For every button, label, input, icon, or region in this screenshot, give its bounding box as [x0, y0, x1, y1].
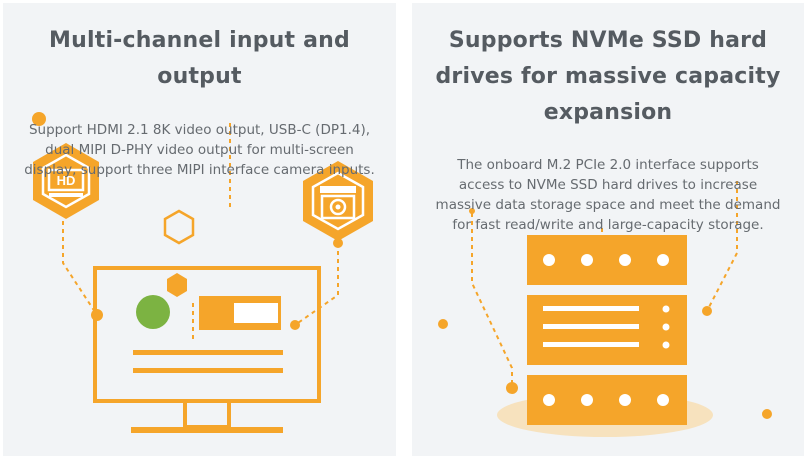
- monitor-icon: [93, 266, 321, 403]
- connector-line-left: [471, 213, 513, 388]
- screen-block-inner: [234, 303, 278, 323]
- card-title: Multi-channel input and output: [49, 28, 350, 89]
- connector-dot: [333, 238, 343, 248]
- screen-line-1: [133, 350, 283, 355]
- camera-icon: [303, 161, 373, 241]
- decor-dot: [762, 409, 772, 419]
- card-title: Supports NVMe SSD hard drives for massiv…: [435, 28, 781, 125]
- connector-dot: [469, 208, 475, 214]
- connector-dot: [290, 320, 300, 330]
- hd-display-icon: HD: [33, 143, 99, 219]
- connector-line-right: [706, 181, 738, 312]
- hexagon-icon: [167, 273, 187, 297]
- feature-card-multichannel: HD Multi-channel input and output Suppor…: [3, 3, 396, 456]
- server-unit-2: [527, 295, 687, 365]
- screen-line-2: [133, 368, 283, 373]
- hd-label: HD: [57, 173, 76, 188]
- server-illustration: [438, 181, 772, 437]
- connector-dot: [702, 306, 712, 316]
- decor-dot: [438, 319, 448, 329]
- monitor-illustration: HD: [32, 112, 373, 433]
- card-description: Support HDMI 2.1 8K video output, USB-C …: [24, 121, 375, 178]
- card-description: The onboard M.2 PCIe 2.0 interface suppo…: [435, 156, 781, 233]
- monitor-base: [131, 427, 283, 433]
- monitor-stand: [183, 399, 231, 429]
- connector-line-left: [62, 221, 98, 316]
- server-rack-icon: [527, 235, 687, 425]
- feature-card-nvme: Supports NVMe SSD hard drives for massiv…: [412, 3, 804, 456]
- hexagon-outline-icon: [163, 209, 195, 245]
- status-dot-green: [136, 295, 170, 329]
- connector-dot: [506, 382, 518, 394]
- connector-dot: [91, 309, 103, 321]
- decor-dot: [32, 112, 46, 126]
- connector-line-right: [294, 251, 339, 326]
